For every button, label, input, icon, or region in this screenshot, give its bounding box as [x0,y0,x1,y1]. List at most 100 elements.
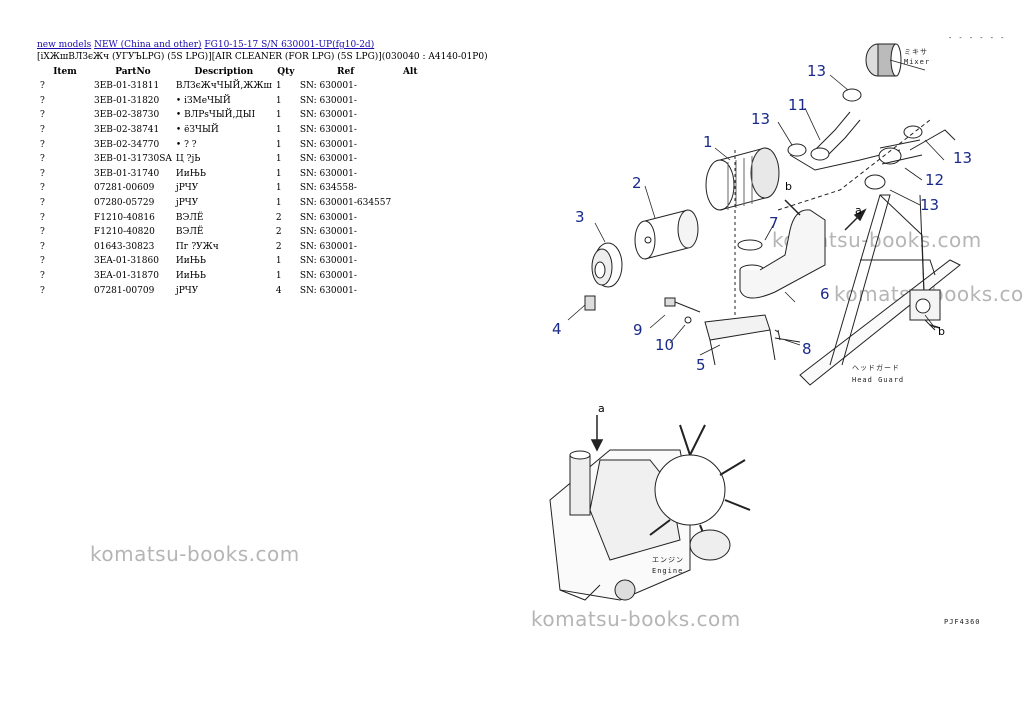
cell-item: ? [40,198,45,209]
cell-partno: 3EA-01-31870 [94,271,159,282]
cell-alt [393,108,427,123]
cell-qty: 2 [275,227,282,238]
cell-alt [393,269,427,284]
mark-b2: b [938,325,945,338]
cell-item: ? [40,139,45,150]
callout-5: 5 [696,356,706,374]
figure-code: PJF4360 [944,618,981,626]
cell-ref: SN: 630001- [299,139,357,150]
breadcrumb: new models NEW (China and other) FG10-15… [37,40,374,51]
cell-qty: 1 [275,139,282,150]
mixer-label: Mixer [904,58,930,66]
cell-ref: SN: 630001- [299,285,357,296]
cell-partno: F1210-40820 [94,227,155,238]
page-title: [іХЖшВЛЗєЖч (УГУЪLPG) (5S LPG)][AIR CLEA… [37,52,488,62]
cell-partno: F1210-40816 [94,212,155,223]
cell-qty: 2 [275,212,282,223]
bracket-drawing [704,314,781,366]
cell-qty: 1 [275,271,282,282]
cell-partno: 3EB-01-31811 [94,81,160,92]
mixer-drawing [865,43,902,77]
cell-item: ? [40,271,45,282]
head-guard-label: Head Guard [852,376,904,384]
cell-description: ВЭЛЁ [175,212,204,223]
cell-partno: 3EB-02-38741 [94,125,160,136]
cell-alt [393,123,427,138]
cell-ref: SN: 630001- [299,241,357,252]
cell-ref: SN: 630001- [299,81,357,92]
clamp-drawing [864,125,923,190]
cell-ref: SN: 630001- [299,227,357,238]
cell-alt [393,210,427,225]
table-header-row: Item PartNo Description Qty Ref Alt [37,65,427,79]
cell-alt [393,79,427,94]
cell-ref: SN: 630001- [299,271,357,282]
cell-alt [393,167,427,182]
col-header-item: Item [53,67,77,77]
cell-description: Ц ?јЬ [175,154,201,165]
cell-ref: SN: 630001- [299,256,357,267]
callout-6: 6 [820,285,830,303]
breadcrumb-link-new-models[interactable]: new models [37,40,92,50]
mark-a1: a [855,204,862,217]
figure-top-code: - - - - - - [948,34,1005,42]
cell-partno: 07281-00609 [94,183,155,194]
callout-13c: 13 [953,149,972,167]
col-header-alt: Alt [402,67,418,77]
cell-ref: SN: 630001- [299,168,357,179]
cell-item: ? [40,95,45,106]
callout-13d: 13 [920,196,939,214]
mark-a2: a [598,402,605,415]
exploded-parts-diagram: 13 11 13 1 2 3 4 7 6 9 10 5 8 13 12 13 b… [549,34,1005,626]
callout-1: 1 [703,133,713,151]
valve-drawing [584,295,596,311]
col-header-ref: Ref [337,67,355,77]
callout-13a: 13 [807,62,826,80]
cell-description: • ? ? [175,139,197,150]
bolts-drawing [664,297,801,343]
mixer-jp-label: ミキサ [904,48,928,56]
callout-10: 10 [655,336,674,354]
cell-item: ? [40,183,45,194]
element-drawing [634,209,699,260]
callout-11: 11 [788,96,807,114]
col-header-partno: PartNo [115,67,151,77]
hose-drawing [787,88,901,171]
cell-item: ? [40,81,45,92]
cell-ref: SN: 630001- [299,110,357,121]
air-cleaner-drawing [705,147,780,330]
breadcrumb-link-model[interactable]: FG10-15-17 S/N 630001-UP(fg10-2d) [204,40,375,50]
cell-description: • іЗМеЧЫЙ [175,95,231,106]
cell-description: • ёЗЧЫЙ [175,125,219,136]
cell-description: ВЭЛЁ [175,227,204,238]
cell-qty: 2 [275,241,282,252]
cell-alt [393,137,427,152]
cell-item: ? [40,285,45,296]
cell-partno: 3EB-01-31730SA [94,154,172,165]
cell-qty: 1 [275,95,282,106]
cell-item: ? [40,256,45,267]
cell-item: ? [40,227,45,238]
cell-alt [393,181,427,196]
callout-3: 3 [575,208,585,226]
callout-13b: 13 [751,110,770,128]
cell-qty: 1 [275,154,282,165]
breadcrumb-link-new-china[interactable]: NEW (China and other) [94,40,202,50]
cell-qty: 1 [275,183,282,194]
callout-8: 8 [802,340,812,358]
engine-jp-label: エンジン [652,556,684,564]
cell-item: ? [40,168,45,179]
watermark: komatsu-books.com [531,607,741,631]
cell-qty: 1 [275,198,282,209]
callout-7: 7 [769,214,779,232]
engine-drawing [549,424,751,601]
cell-ref: SN: 630001- [299,154,357,165]
